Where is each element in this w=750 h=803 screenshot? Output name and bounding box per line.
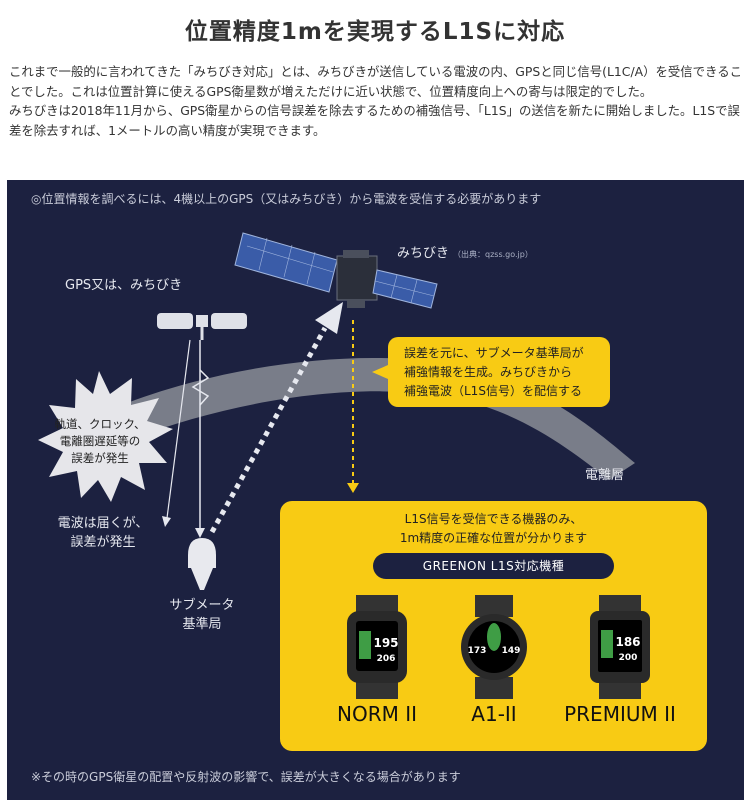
model-a1-ii: A1-II [471,702,517,726]
device-header-line-1: L1S信号を受信できる機器のみ、 [404,512,583,526]
bottom-note: ※その時のGPS衛星の配置や反射波の影響で、誤差が大きくなる場合があります [31,770,461,784]
norm-ii-screen-value-2: 206 [377,654,396,664]
a1-ii-screen-value-1: 173 [468,646,487,656]
signal-error-label: 電波は届くが、 誤差が発生 [43,514,163,552]
premium-ii-watch-icon: 186 200 [590,595,650,699]
error-burst-text: 軌道、クロック、 電離圏遅延等の 誤差が発生 [41,416,159,467]
norm-ii-screen-value-1: 195 [373,636,398,650]
intro-paragraph-2: みちびきは2018年11月から、GPS衛星からの信号誤差を除去するための補強信号… [9,103,740,138]
intro-text: これまで一般的に言われてきた「みちびき対応」とは、みちびきが送信している電波の内… [9,62,744,140]
device-pill: GREENON L1S対応機種 [373,553,614,579]
station-line-2: 基準局 [182,617,222,632]
signal-error-line-2: 誤差が発生 [70,535,136,550]
page-title: 位置精度1mを実現するL1Sに対応 [184,19,566,45]
michibiki-label: みちびき（出典：qzss.go.jp） [397,244,533,264]
michibiki-satellite-icon [234,232,438,309]
uplink-dotted-arrow [209,326,328,534]
model-norm-ii: NORM II [336,702,417,726]
premium-ii-screen-value-1: 186 [615,635,640,649]
callout-box: 誤差を元に、サブメータ基準局が 補強情報を生成。みちびきから 補強電波（L1S信… [388,337,610,407]
a1-ii-watch-icon: 173 149 [461,595,527,699]
device-panel-header: L1S信号を受信できる機器のみ、 1m精度の正確な位置が分かります [280,510,707,548]
top-note: ◎位置情報を調べるには、4機以上のGPS（又はみちびき）から電波を受信する必要が… [31,192,542,206]
station-label: サブメータ 基準局 [157,596,247,634]
ionosphere-label: 電離層 [585,468,625,483]
gps-satellite-icon [157,313,247,340]
device-header-line-2: 1m精度の正確な位置が分かります [399,531,588,545]
station-line-1: サブメータ [169,598,235,613]
gps-error-signal-line [166,339,191,519]
michibiki-name: みちびき [397,246,450,261]
error-burst-line-3: 誤差が発生 [71,451,129,465]
reference-station-icon [188,538,216,590]
error-burst-line-1: 軌道、クロック、 [54,417,146,431]
error-burst-line-2: 電離圏遅延等の [59,434,141,448]
michibiki-source: （出典：qzss.go.jp） [453,250,533,259]
intro-paragraph-1: これまで一般的に言われてきた「みちびき対応」とは、みちびきが送信している電波の内… [9,64,742,99]
device-panel: L1S信号を受信できる機器のみ、 1m精度の正確な位置が分かります GREENO… [280,501,707,751]
gps-label: GPS又は、みちびき [65,278,183,293]
signal-error-line-1: 電波は届くが、 [57,516,149,531]
model-premium-ii: PREMIUM II [564,702,676,726]
l1s-diagram: ◎位置情報を調べるには、4機以上のGPS（又はみちびき）から電波を受信する必要が… [7,180,744,800]
callout-line-3: 補強電波（L1S信号）を配信する [404,384,582,398]
norm-ii-watch-icon: 195 206 [347,595,407,699]
error-starburst [38,371,173,502]
callout-line-2: 補強情報を生成。みちびきから [404,365,573,379]
premium-ii-screen-value-2: 200 [619,653,638,663]
callout-text: 誤差を元に、サブメータ基準局が 補強情報を生成。みちびきから 補強電波（L1S信… [404,344,584,401]
callout-line-1: 誤差を元に、サブメータ基準局が [404,346,584,360]
a1-ii-screen-value-2: 149 [502,646,521,656]
